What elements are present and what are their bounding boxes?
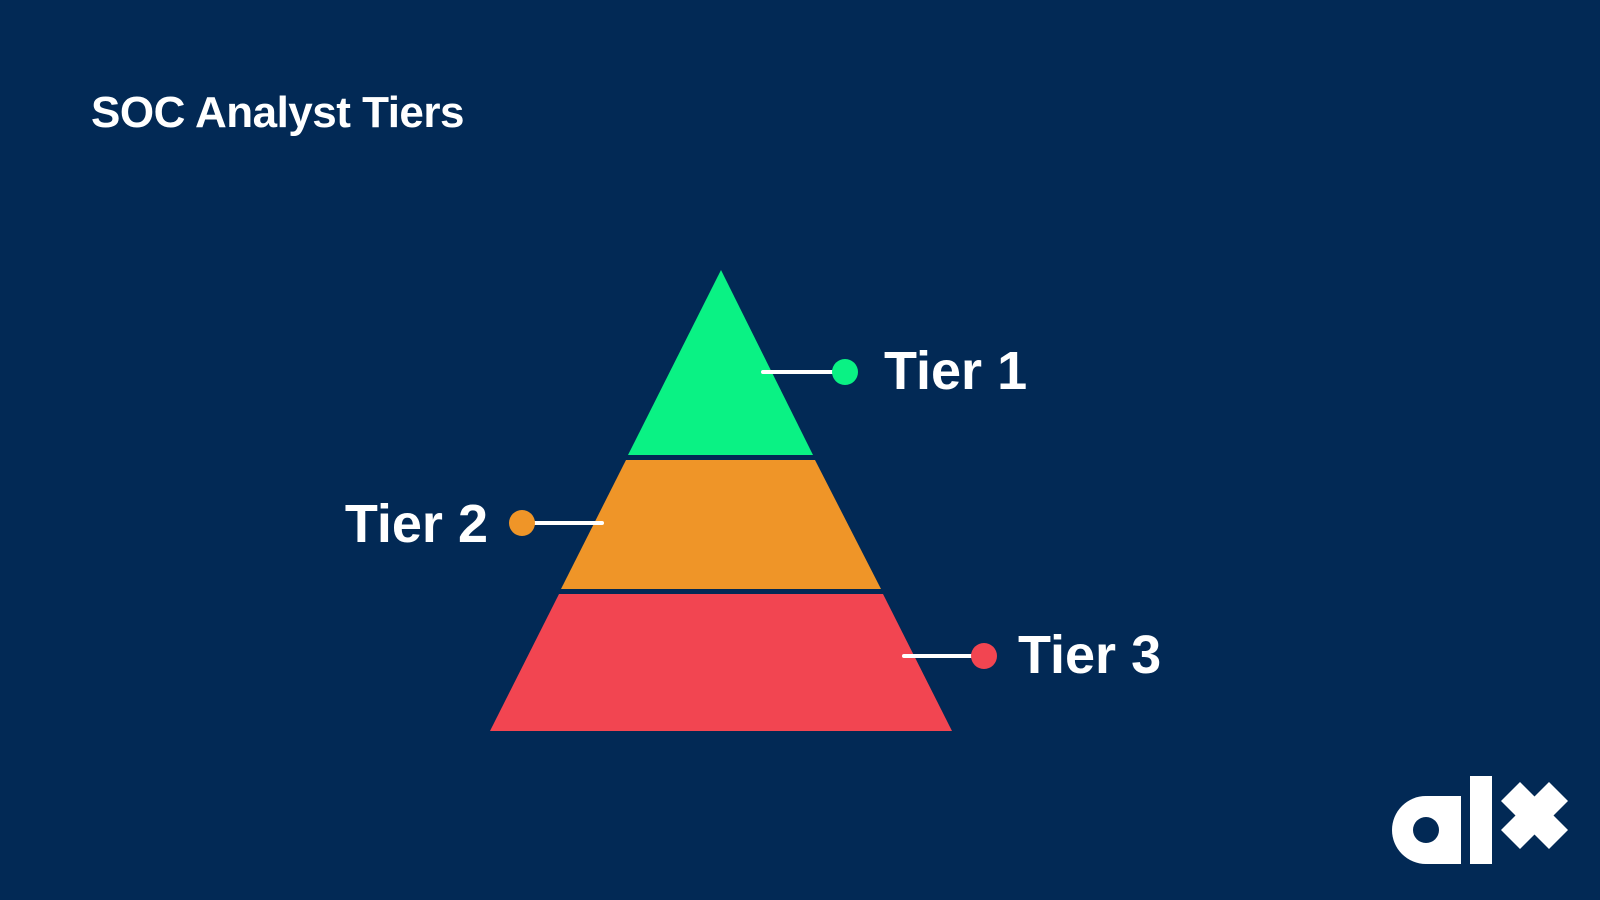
tier-2-dot xyxy=(509,510,535,536)
page-title: SOC Analyst Tiers xyxy=(91,88,464,137)
tier-1-callout: Tier 1 xyxy=(761,341,1027,401)
tier-3-label: Tier 3 xyxy=(1018,625,1161,685)
tier-1-layer xyxy=(628,270,813,455)
tier-2-label: Tier 2 xyxy=(345,494,488,554)
tier-1-dot xyxy=(832,359,858,385)
tier-3-layer xyxy=(490,594,952,731)
tier-3-callout: Tier 3 xyxy=(902,625,1161,685)
tier-2-callout: Tier 2 xyxy=(345,494,604,554)
tier-1-label: Tier 1 xyxy=(884,341,1027,401)
tier-3-dot xyxy=(971,643,997,669)
alx-logo xyxy=(1392,776,1568,864)
tier-2-layer xyxy=(561,460,881,589)
